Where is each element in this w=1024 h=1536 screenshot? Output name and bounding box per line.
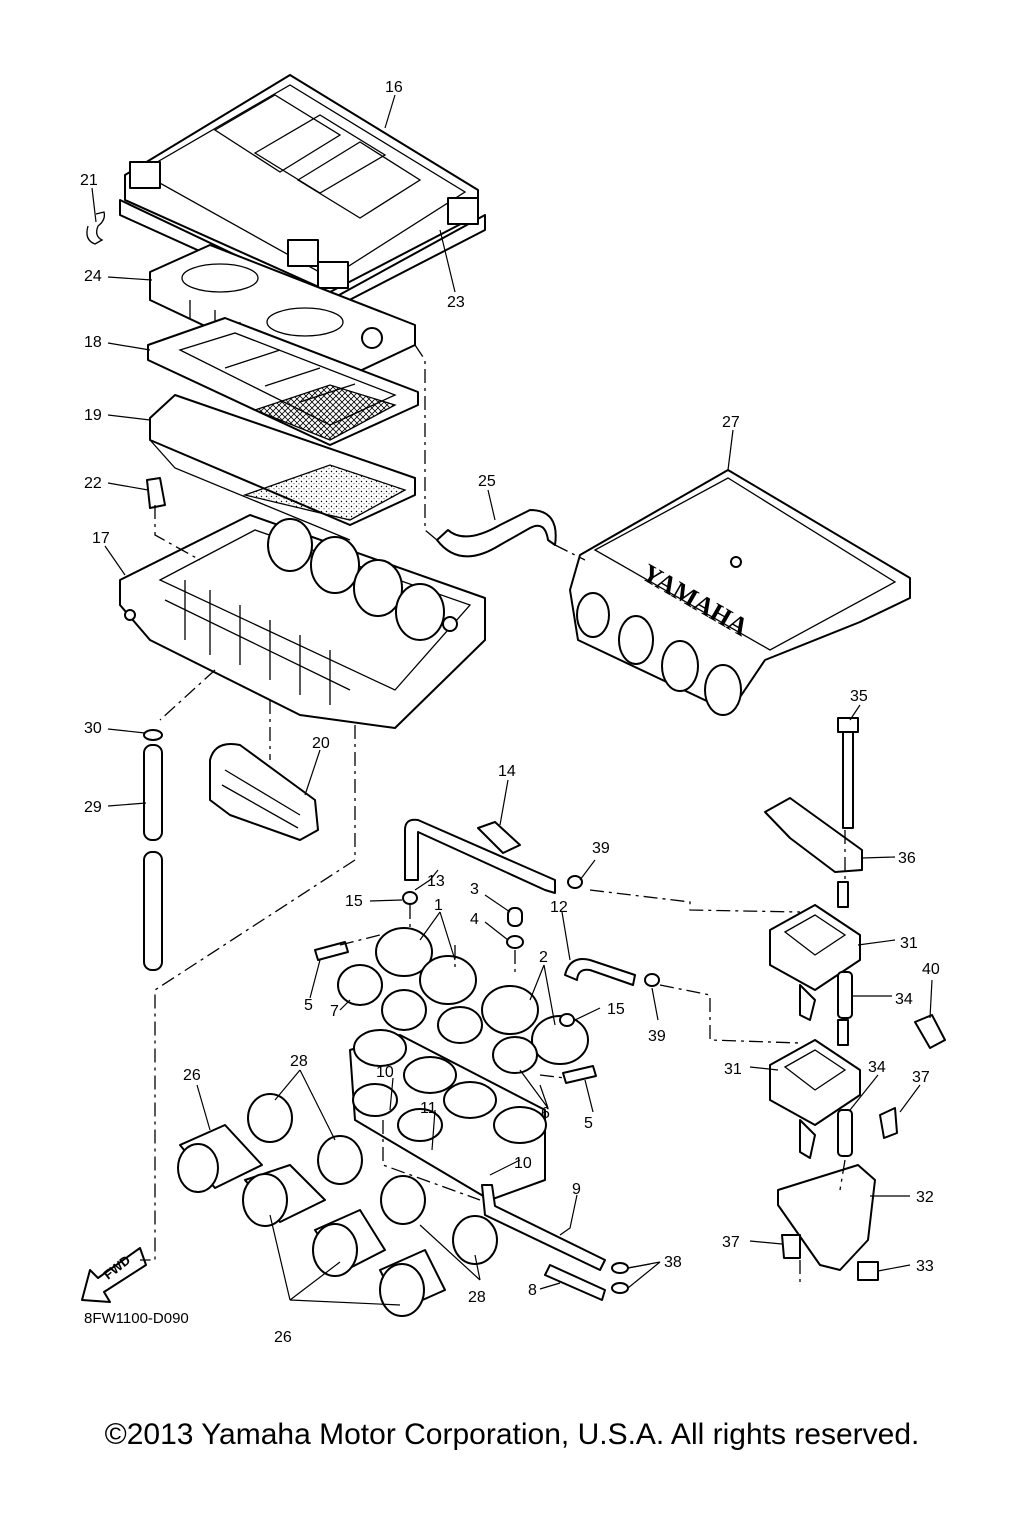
callout-10-lower: 10 [514, 1155, 532, 1172]
small-clamp [143, 729, 163, 741]
callout-24: 24 [84, 268, 102, 285]
callout-13: 13 [427, 873, 445, 890]
intake-duct [209, 743, 319, 841]
callout-27: 27 [722, 414, 740, 431]
callout-15-right: 15 [607, 1001, 625, 1018]
callout-26-lower: 26 [274, 1329, 292, 1346]
bolt-37-lower [781, 1234, 801, 1259]
hose-clamp-38a [611, 1262, 629, 1274]
copyright-notice: ©2013 Yamaha Motor Corporation, U.S.A. A… [104, 1418, 920, 1451]
callout-34-upper: 34 [895, 991, 913, 1008]
drain-hose-upper [143, 744, 163, 841]
callout-32: 32 [916, 1189, 934, 1206]
callout-30: 30 [84, 720, 102, 737]
callout-33: 33 [916, 1258, 934, 1275]
callout-8: 8 [528, 1282, 537, 1299]
hose-clamp-39a [567, 875, 583, 889]
air-box-case [119, 514, 486, 729]
callout-labels: 16 21 24 23 18 19 27 25 22 17 35 30 20 1… [80, 79, 940, 1346]
callout-2: 2 [539, 949, 548, 966]
leader-lines [91, 94, 933, 1306]
callout-19: 19 [84, 407, 102, 424]
lower-bracket [777, 1164, 876, 1271]
filter-frame [147, 317, 419, 446]
callout-29: 29 [84, 799, 102, 816]
callout-17: 17 [92, 530, 110, 547]
carburetor-block [349, 1029, 547, 1201]
breather-hose [436, 509, 557, 558]
diagram-code: 8FW1100-D090 [84, 1310, 189, 1327]
vacuum-hose-12 [564, 958, 636, 986]
engine-cover: YAMAHA [569, 469, 911, 716]
filter-element [149, 394, 416, 541]
callout-7: 7 [330, 1003, 339, 1020]
long-bolt [842, 727, 854, 829]
fuel-pump-upper [769, 881, 861, 1021]
throttle-bodies [337, 927, 589, 1074]
callout-5-left: 5 [304, 997, 313, 1014]
callout-6: 6 [541, 1105, 550, 1122]
callout-1: 1 [434, 897, 443, 914]
clip-part [86, 211, 106, 245]
screw-left [314, 941, 349, 961]
flange-nut [857, 1261, 879, 1281]
block-part [146, 477, 166, 509]
bolt-37-upper [879, 1107, 898, 1139]
breather-hose-8 [544, 1264, 606, 1301]
intake-boots [177, 1124, 446, 1317]
hose-clamp-15a [402, 891, 418, 905]
callout-9: 9 [572, 1181, 581, 1198]
callout-14: 14 [498, 763, 516, 780]
band-clamps [247, 1093, 498, 1265]
callout-31-upper: 31 [900, 935, 918, 952]
callout-23: 23 [447, 294, 465, 311]
callout-20: 20 [312, 735, 330, 752]
drain-hose-lower [143, 851, 163, 971]
callout-36: 36 [898, 850, 916, 867]
callout-31-lower: 31 [724, 1061, 742, 1078]
fuel-pump-lower [769, 1019, 861, 1159]
hose-clamp-39b [644, 973, 660, 987]
callout-40: 40 [922, 961, 940, 978]
callout-3: 3 [470, 881, 479, 898]
assembly-lines [140, 344, 846, 1285]
pump-hose-lower [837, 1109, 853, 1157]
callout-11: 11 [420, 1100, 437, 1117]
callout-26-upper: 26 [183, 1067, 201, 1084]
callout-12: 12 [550, 899, 568, 916]
callout-10-upper: 10 [376, 1064, 394, 1081]
cap-4 [506, 935, 524, 949]
hose-clip [477, 821, 521, 854]
callout-34-lower: 34 [868, 1059, 886, 1076]
cap-3 [507, 907, 523, 927]
pump-hose-upper [837, 971, 853, 1019]
callout-16: 16 [385, 79, 403, 96]
upper-bracket [764, 797, 863, 873]
callout-25: 25 [478, 473, 496, 490]
hose-clamp-38b [611, 1282, 629, 1294]
callout-28-upper: 28 [290, 1053, 308, 1070]
callout-21: 21 [80, 172, 98, 189]
screw-right [562, 1065, 597, 1084]
callout-5-right: 5 [584, 1115, 593, 1132]
callout-4: 4 [470, 911, 479, 928]
callout-15-left: 15 [345, 893, 363, 910]
hose-clamp-15b [559, 1013, 575, 1027]
forward-arrow: FWD [81, 1247, 147, 1303]
callout-35: 35 [850, 688, 868, 705]
vacuum-hose-13 [404, 818, 556, 894]
breather-hose-9 [481, 1184, 606, 1271]
callout-38: 38 [664, 1254, 682, 1271]
wire-clip [914, 1014, 946, 1049]
callout-37-upper: 37 [912, 1069, 930, 1086]
callout-37-lower: 37 [722, 1234, 740, 1251]
callout-28-lower: 28 [468, 1289, 486, 1306]
callout-39-upper: 39 [592, 840, 610, 857]
callout-18: 18 [84, 334, 102, 351]
callout-39-lower: 39 [648, 1028, 666, 1045]
callout-22: 22 [84, 475, 102, 492]
